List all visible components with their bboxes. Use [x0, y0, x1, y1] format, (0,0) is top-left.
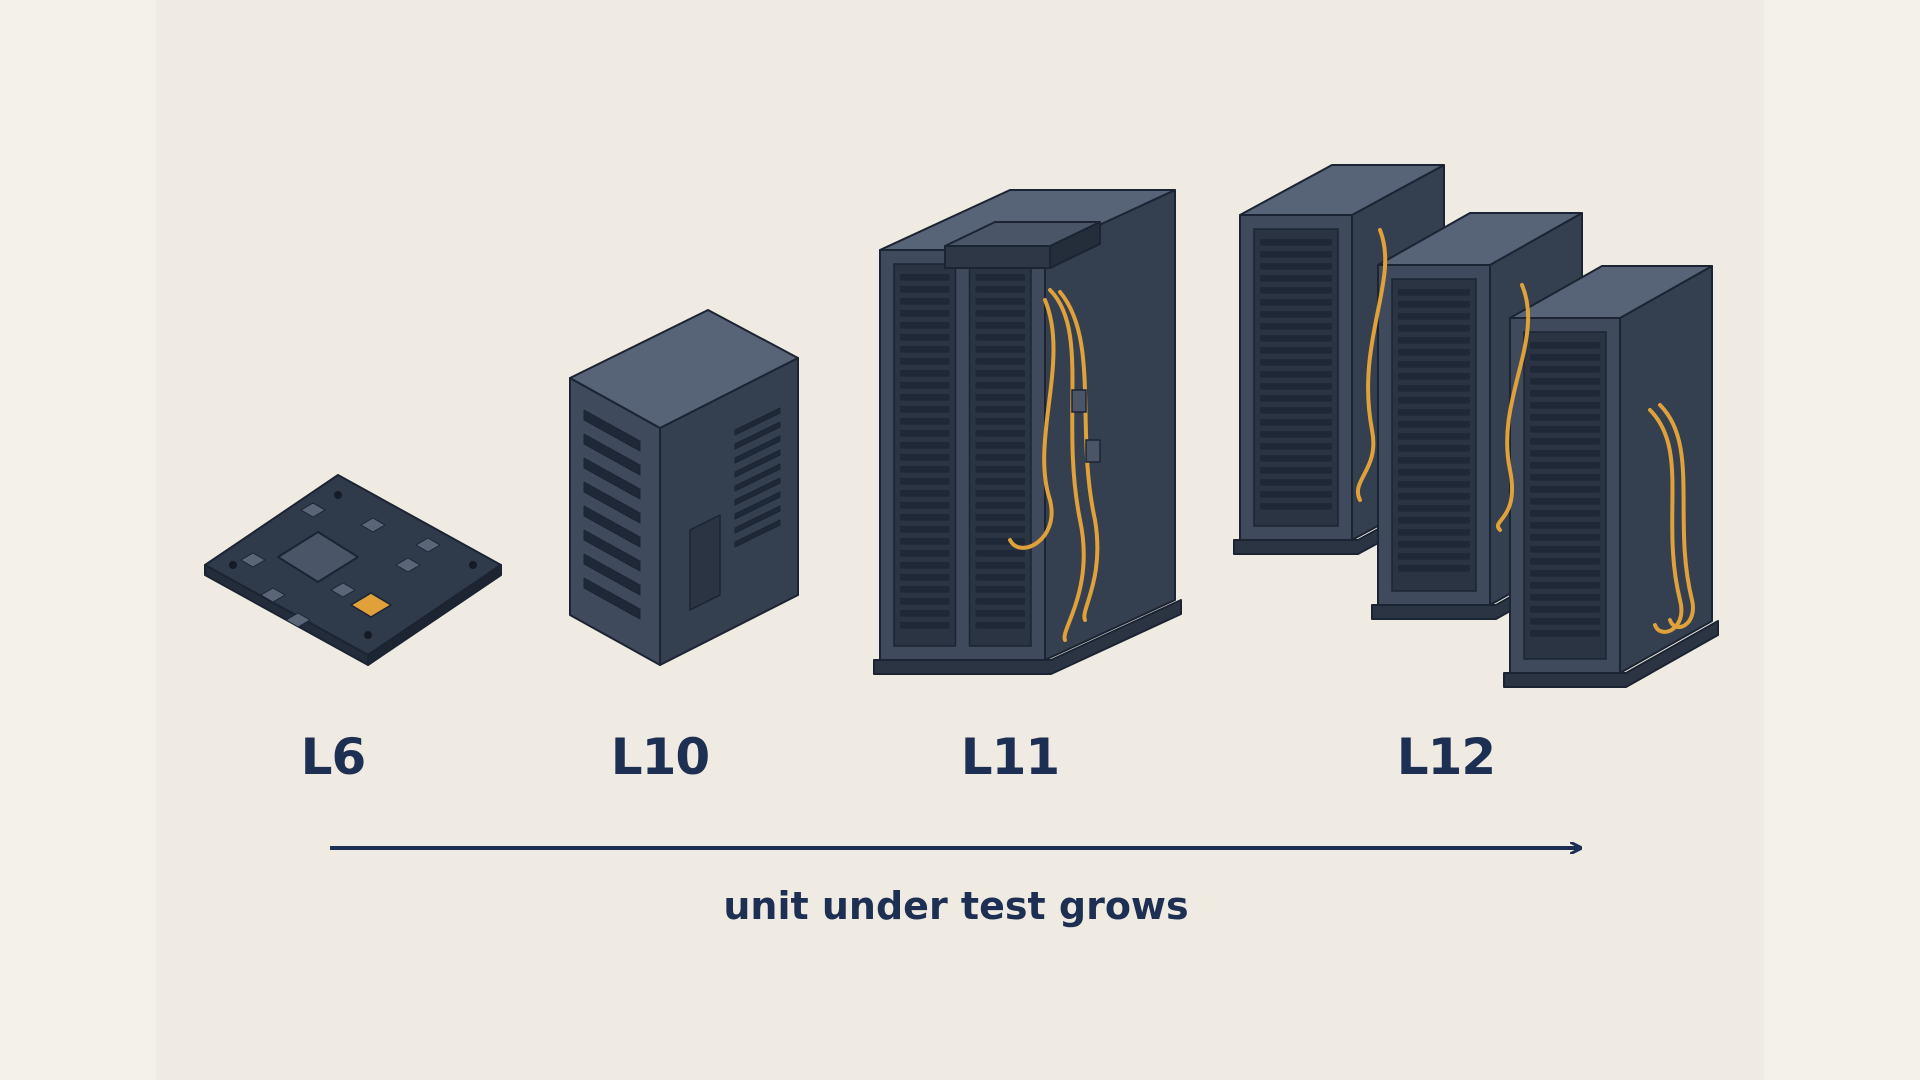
level-label-l6: L6 — [300, 728, 367, 786]
server-tower-icon — [569, 309, 799, 666]
axis-caption: unit under test grows — [723, 884, 1189, 928]
level-label-l12: L12 — [1396, 728, 1496, 786]
circuit-board-icon — [204, 474, 502, 666]
level-label-l11: L11 — [960, 728, 1060, 786]
level-label-l10: L10 — [610, 728, 710, 786]
server-rack-cluster-icon — [1233, 164, 1719, 688]
server-rack-icon — [873, 189, 1182, 675]
